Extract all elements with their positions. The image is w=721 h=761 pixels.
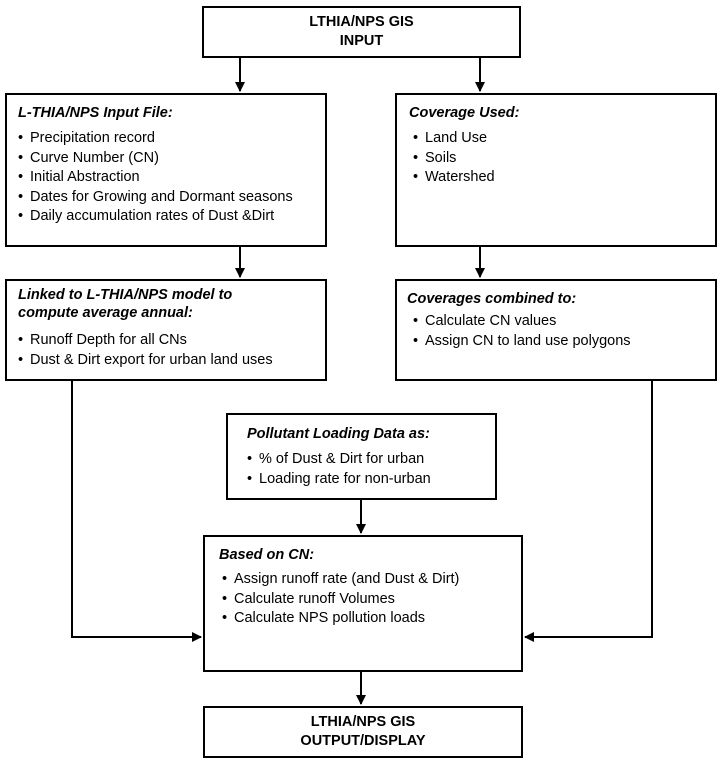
list-item: % of Dust & Dirt for urban bbox=[247, 450, 431, 470]
list-item: Initial Abstraction bbox=[18, 168, 293, 188]
linked-model-box: Linked to L-THIA/NPS model to compute av… bbox=[5, 279, 327, 381]
list-item: Land Use bbox=[413, 129, 495, 149]
linked-list: Runoff Depth for all CNs Dust & Dirt exp… bbox=[18, 331, 273, 370]
cn-list: Assign runoff rate (and Dust & Dirt) Cal… bbox=[222, 570, 459, 629]
list-item: Dates for Growing and Dormant seasons bbox=[18, 188, 293, 208]
based-on-cn-box: Based on CN: Assign runoff rate (and Dus… bbox=[203, 535, 523, 672]
output-box-subtitle: OUTPUT/DISPLAY bbox=[300, 733, 426, 749]
output-box: LTHIA/NPS GIS OUTPUT/DISPLAY bbox=[203, 706, 523, 758]
list-item: Calculate CN values bbox=[413, 312, 631, 332]
input-file-heading: L-THIA/NPS Input File: bbox=[18, 105, 173, 121]
list-item: Dust & Dirt export for urban land uses bbox=[18, 351, 273, 371]
coverages-combined-box: Coverages combined to: Calculate CN valu… bbox=[395, 279, 717, 381]
arrow-combined-to-cn bbox=[524, 381, 653, 642]
list-item: Daily accumulation rates of Dust &Dirt bbox=[18, 207, 293, 227]
input-file-list: Precipitation record Curve Number (CN) I… bbox=[18, 129, 293, 227]
coverage-list: Land Use Soils Watershed bbox=[413, 129, 495, 188]
input-file-box: L-THIA/NPS Input File: Precipitation rec… bbox=[5, 93, 327, 247]
output-box-title: LTHIA/NPS GIS bbox=[310, 714, 416, 730]
list-item: Soils bbox=[413, 149, 495, 169]
input-box: LTHIA/NPS GIS INPUT bbox=[202, 6, 521, 58]
combined-list: Calculate CN values Assign CN to land us… bbox=[413, 312, 631, 351]
coverage-heading: Coverage Used: bbox=[409, 105, 520, 121]
arrow-linked-to-cn bbox=[71, 381, 202, 642]
list-item: Calculate NPS pollution loads bbox=[222, 609, 459, 629]
list-item: Assign CN to land use polygons bbox=[413, 332, 631, 352]
pollutant-loading-box: Pollutant Loading Data as: % of Dust & D… bbox=[226, 413, 497, 500]
list-item: Curve Number (CN) bbox=[18, 149, 293, 169]
input-box-subtitle: INPUT bbox=[339, 33, 384, 49]
combined-heading: Coverages combined to: bbox=[407, 291, 577, 307]
pollutant-heading: Pollutant Loading Data as: bbox=[247, 426, 430, 442]
linked-heading-line2: compute average annual: bbox=[18, 305, 193, 321]
linked-heading-line1: Linked to L-THIA/NPS model to bbox=[18, 287, 233, 303]
list-item: Precipitation record bbox=[18, 129, 293, 149]
list-item: Loading rate for non-urban bbox=[247, 470, 431, 490]
coverage-box: Coverage Used: Land Use Soils Watershed bbox=[395, 93, 717, 247]
list-item: Runoff Depth for all CNs bbox=[18, 331, 273, 351]
list-item: Watershed bbox=[413, 168, 495, 188]
list-item: Assign runoff rate (and Dust & Dirt) bbox=[222, 570, 459, 590]
cn-heading: Based on CN: bbox=[219, 547, 315, 563]
list-item: Calculate runoff Volumes bbox=[222, 590, 459, 610]
input-box-title: LTHIA/NPS GIS bbox=[309, 14, 414, 30]
pollutant-list: % of Dust & Dirt for urban Loading rate … bbox=[247, 450, 431, 489]
